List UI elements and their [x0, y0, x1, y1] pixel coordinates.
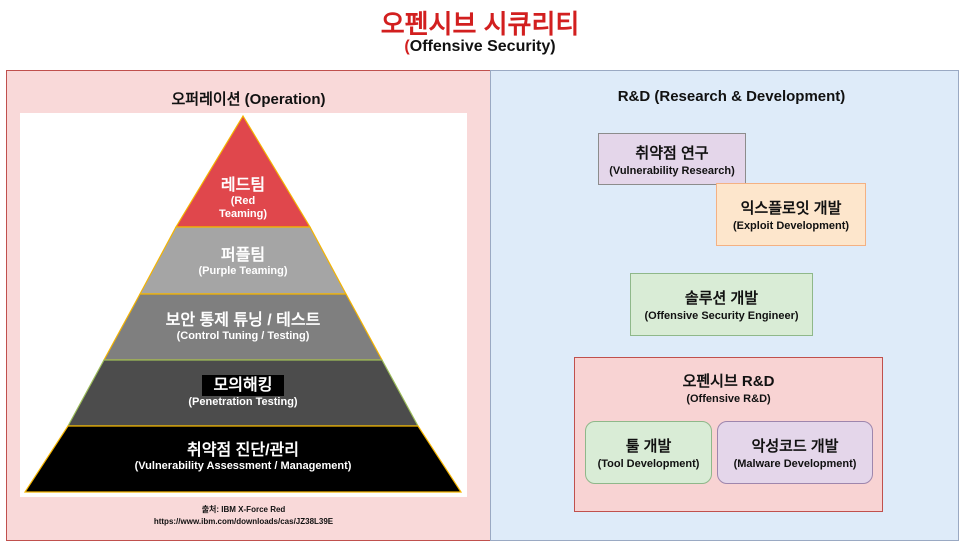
red-team-sub1: (Red	[230, 195, 256, 208]
vuln-research-sub: (Vulnerability Research)	[609, 164, 735, 177]
solution-dev-box: 솔루션 개발 (Offensive Security Engineer)	[630, 273, 813, 336]
rnd-panel-title: R&D (Research & Development)	[617, 88, 846, 105]
tool-dev-box: 툴 개발 (Tool Development)	[585, 421, 712, 484]
exploit-dev-main: 익스플로잇 개발	[740, 200, 842, 217]
offensive-rnd-sub: (Offensive R&D)	[686, 393, 771, 405]
vuln-research-box: 취약점 연구 (Vulnerability Research)	[598, 133, 746, 185]
solution-dev-main: 솔루션 개발	[684, 290, 759, 307]
source-line-1: 출처: IBM X-Force Red	[201, 505, 286, 514]
source-citation: 출처: IBM X-Force Red https://www.ibm.com/…	[20, 504, 467, 528]
pyramid-level-vuln-assessment	[23, 425, 463, 493]
solution-dev-sub: (Offensive Security Engineer)	[644, 310, 799, 322]
purple-team-label: 퍼플팀 (Purple Teaming)	[143, 246, 343, 278]
subtitle-open-paren: (	[404, 38, 410, 55]
vuln-research-main: 취약점 연구	[635, 144, 709, 162]
red-team-main: 레드팀	[220, 177, 266, 194]
malware-dev-main: 악성코드 개발	[751, 438, 839, 455]
vuln-assessment-main: 취약점 진단/관리	[187, 442, 299, 459]
offensive-rnd-header: 오펜시브 R&D (Offensive R&D)	[574, 370, 883, 405]
pentest-label: 모의해킹 (Penetration Testing)	[103, 375, 383, 409]
pyramid-diagram	[23, 114, 463, 493]
control-tuning-label: 보안 통제 튜닝 / 테스트 (Control Tuning / Testing…	[103, 311, 383, 343]
exploit-dev-box: 익스플로잇 개발 (Exploit Development)	[716, 183, 866, 246]
subtitle-text: Offensive Security)	[409, 38, 556, 55]
pentest-sub: (Penetration Testing)	[188, 396, 298, 409]
malware-dev-box: 악성코드 개발 (Malware Development)	[717, 421, 873, 484]
malware-dev-sub: (Malware Development)	[733, 458, 857, 470]
red-team-label: 레드팀 (Red Teaming)	[163, 176, 323, 222]
pyramid-container	[20, 113, 467, 497]
purple-team-sub: (Purple Teaming)	[198, 265, 288, 278]
control-tuning-main: 보안 통제 튜닝 / 테스트	[165, 312, 321, 329]
tool-dev-sub: (Tool Development)	[597, 458, 700, 470]
vuln-assessment-sub: (Vulnerability Assessment / Management)	[134, 460, 352, 473]
tool-dev-main: 툴 개발	[625, 438, 672, 455]
exploit-dev-sub: (Exploit Development)	[732, 220, 850, 232]
vuln-assessment-label: 취약점 진단/관리 (Vulnerability Assessment / Ma…	[63, 441, 423, 473]
source-line-2: https://www.ibm.com/downloads/cas/JZ38L3…	[153, 517, 334, 526]
page-title: 오펜시브 시큐리티	[380, 9, 580, 39]
control-tuning-sub: (Control Tuning / Testing)	[176, 330, 310, 343]
purple-team-main: 퍼플팀	[220, 247, 266, 264]
red-team-sub2: Teaming)	[218, 208, 268, 221]
pentest-main: 모의해킹	[201, 375, 285, 397]
offensive-rnd-main: 오펜시브 R&D	[682, 373, 775, 390]
page-subtitle: (Offensive Security)	[0, 38, 960, 56]
operation-panel-title: 오퍼레이션 (Operation)	[171, 91, 326, 108]
